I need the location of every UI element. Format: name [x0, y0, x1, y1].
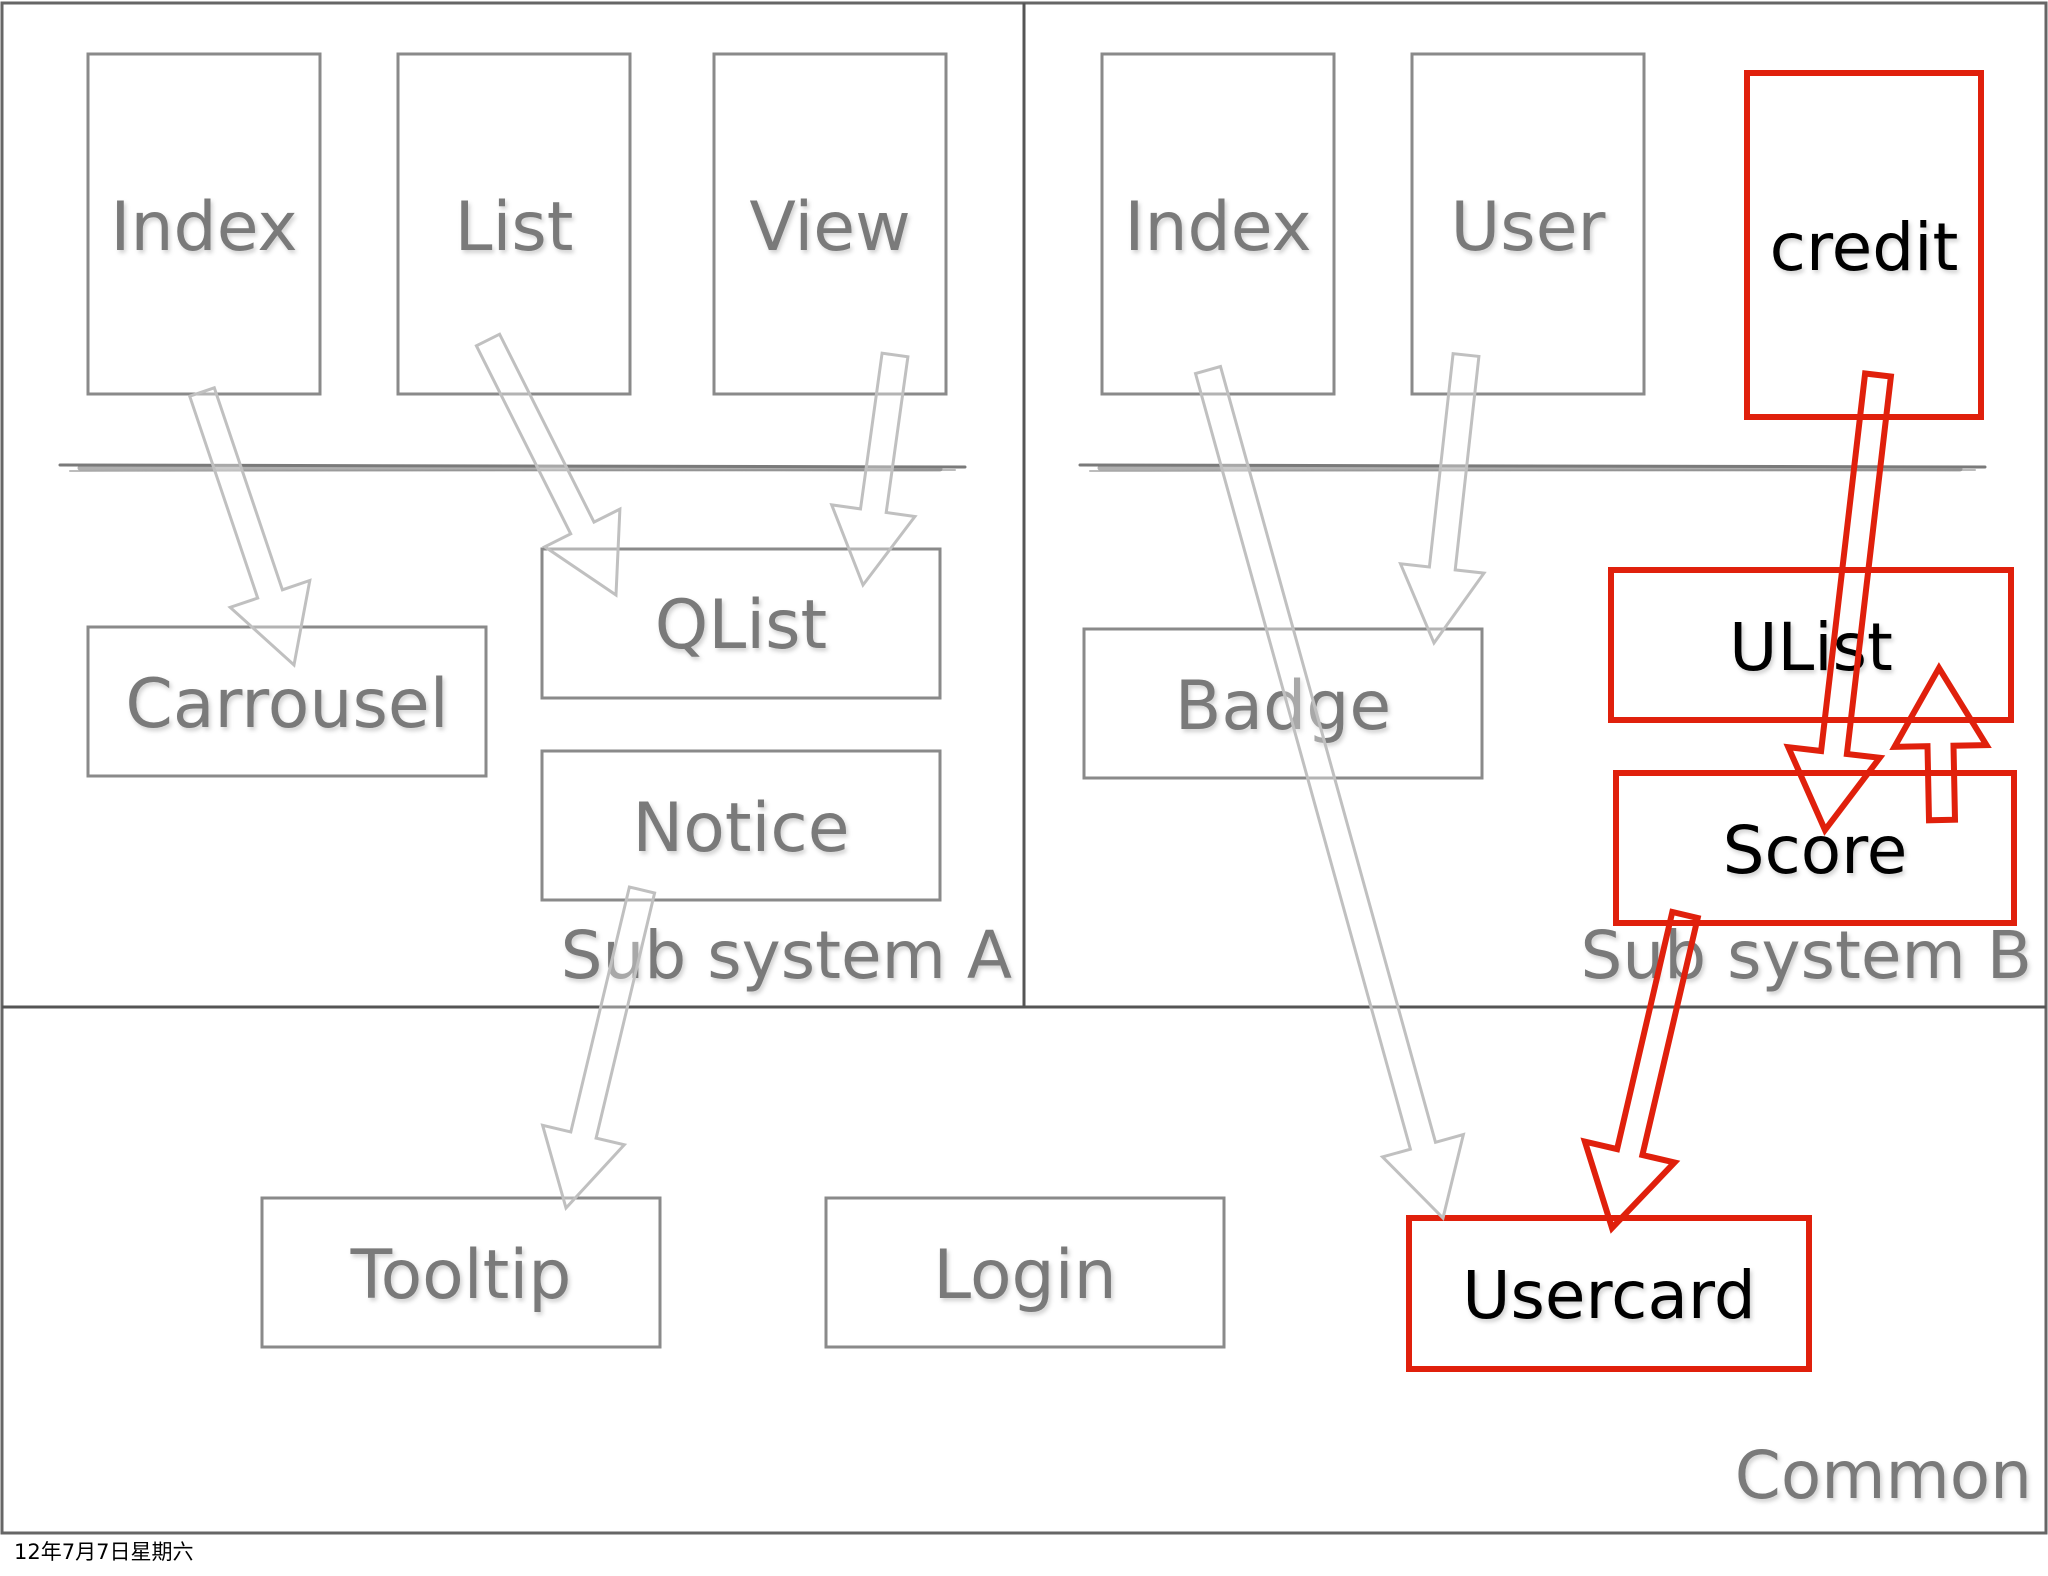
arrow-a-notice-to-tooltip: [540, 885, 657, 1211]
node-a-carrousel: Carrousel: [86, 625, 488, 778]
node-b-badge: Badge: [1082, 627, 1484, 780]
node-a-notice: Notice: [540, 749, 942, 902]
node-a-notice-label: Notice: [632, 789, 849, 868]
node-c-login: Login: [824, 1196, 1226, 1349]
arrow-score-to-usercard: [1580, 908, 1702, 1234]
node-b-ulist: UList: [1608, 567, 2014, 723]
node-b-badge-label: Badge: [1175, 667, 1391, 746]
node-a-qlist-label: QList: [655, 586, 827, 665]
node-a-list: List: [396, 52, 632, 396]
footer-date: 12年7月7日星期六: [14, 1540, 194, 1564]
node-a-qlist: QList: [540, 547, 942, 700]
arrow-score-to-ulist: [1889, 662, 1992, 824]
layer-separator-b: [1078, 463, 1987, 472]
node-b-score: Score: [1613, 770, 2017, 926]
node-a-carrousel-label: Carrousel: [125, 665, 448, 744]
arrow-credit-to-score: [1783, 370, 1895, 836]
node-c-usercard: Usercard: [1406, 1215, 1812, 1372]
node-b-credit: credit: [1744, 70, 1984, 420]
node-a-view-label: View: [749, 188, 910, 267]
node-a-view: View: [712, 52, 948, 396]
node-c-usercard-label: Usercard: [1462, 1257, 1756, 1334]
node-b-credit-label: credit: [1770, 209, 1959, 286]
gray-dependency-arrows: [187, 332, 1487, 1221]
red-dependency-arrows: [1580, 370, 1992, 1234]
arrow-a-view-to-qlist: [829, 351, 918, 589]
node-b-index-label: Index: [1124, 188, 1311, 267]
node-c-login-label: Login: [933, 1236, 1116, 1315]
node-b-ulist-label: UList: [1729, 609, 1893, 686]
region-label-common: Common: [1735, 1437, 2032, 1514]
node-a-index: Index: [86, 52, 322, 396]
node-b-score-label: Score: [1723, 812, 1908, 889]
node-a-index-label: Index: [110, 188, 297, 267]
region-label-sub-a: Sub system A: [561, 917, 1012, 994]
node-c-tooltip: Tooltip: [260, 1196, 662, 1349]
arrow-b-user-to-badge: [1398, 351, 1487, 647]
region-label-sub-b: Sub system B: [1581, 917, 2032, 994]
layer-separator-a: [58, 463, 967, 472]
node-b-user-label: User: [1451, 188, 1606, 267]
arrow-b-index-to-usercard: [1193, 364, 1466, 1221]
node-a-list-label: List: [455, 188, 574, 267]
arrow-a-index-to-carrousel: [187, 385, 312, 668]
node-c-tooltip-label: Tooltip: [350, 1236, 572, 1315]
node-b-index: Index: [1100, 52, 1336, 396]
node-b-user: User: [1410, 52, 1646, 396]
arrow-a-list-to-qlist: [474, 332, 622, 598]
